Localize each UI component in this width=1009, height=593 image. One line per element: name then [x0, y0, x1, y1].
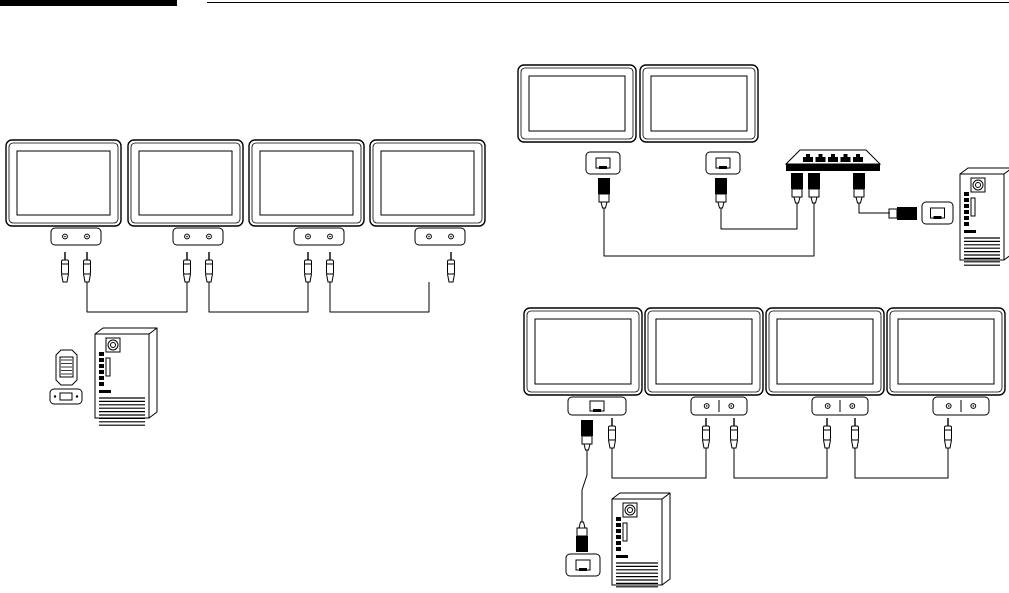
pc-tower-icon [611, 492, 671, 591]
pc-tower-icon [959, 167, 1009, 266]
header-black-bar [0, 0, 177, 6]
rj45-panel-icon [565, 553, 601, 577]
monitor-icon [765, 307, 885, 396]
rj45-plug-icon [576, 521, 588, 552]
monitor-icon [248, 139, 365, 227]
rj45-panel-icon [705, 151, 741, 175]
rj45-plug-icon [888, 207, 917, 220]
connector-panel-icon [932, 396, 990, 416]
rj45-panel-icon [585, 151, 621, 175]
cable-line [329, 282, 430, 313]
stereo-plug-icon [447, 252, 455, 283]
stereo-plug-icon [823, 418, 831, 449]
stereo-plug-icon [304, 252, 312, 283]
stereo-plug-icon [83, 252, 91, 283]
cable-line [858, 203, 890, 214]
diagram-lan-hub [517, 64, 1009, 266]
stereo-plug-icon [944, 418, 952, 449]
connector-panel-icon [690, 396, 748, 416]
monitor-icon [644, 307, 764, 396]
stereo-plug-icon [183, 252, 191, 283]
cable-line [611, 448, 707, 479]
rj45-plug-icon [808, 173, 820, 204]
stereo-plug-icon [851, 418, 859, 449]
diagram-lan-rs232c-chain [523, 307, 1006, 591]
connector-panel-icon [50, 227, 102, 246]
stereo-plug-icon [608, 418, 616, 449]
monitor-icon [517, 64, 637, 143]
cable-line [733, 448, 828, 479]
stereo-plug-icon [326, 252, 334, 283]
rj45-plug-icon [581, 420, 593, 451]
stereo-plug-icon [730, 418, 738, 449]
cable-line [208, 282, 309, 313]
rj45-plug-icon [715, 178, 727, 209]
connector-panel-icon [414, 227, 466, 246]
rj45-panel-icon [921, 201, 954, 225]
monitor-icon [523, 307, 643, 396]
hub-icon [784, 149, 882, 171]
cable-line [854, 448, 949, 479]
diagram-rs232c-chain [5, 139, 486, 426]
rj45-panel-icon [567, 396, 627, 416]
stereo-plug-icon [205, 252, 213, 283]
pc-tower-icon [94, 327, 158, 426]
monitor-icon [5, 139, 122, 227]
rj45-plug-icon [598, 178, 610, 209]
rj45-plug-icon [791, 173, 803, 204]
cable-line [86, 282, 188, 313]
connector-panel-icon [293, 227, 345, 246]
cable-line [581, 450, 588, 522]
stereo-plug-icon [702, 418, 710, 449]
connector-panel-icon [811, 396, 869, 416]
stereo-plug-icon [61, 252, 69, 283]
cable-line [720, 203, 798, 230]
serial-adapter-icon [49, 349, 83, 405]
connector-panel-icon [172, 227, 224, 246]
monitor-icon [639, 64, 759, 143]
monitor-icon [886, 307, 1006, 396]
monitor-icon [369, 139, 486, 227]
rj45-plug-icon [853, 173, 865, 204]
monitor-icon [127, 139, 244, 227]
cable-line [603, 203, 815, 257]
